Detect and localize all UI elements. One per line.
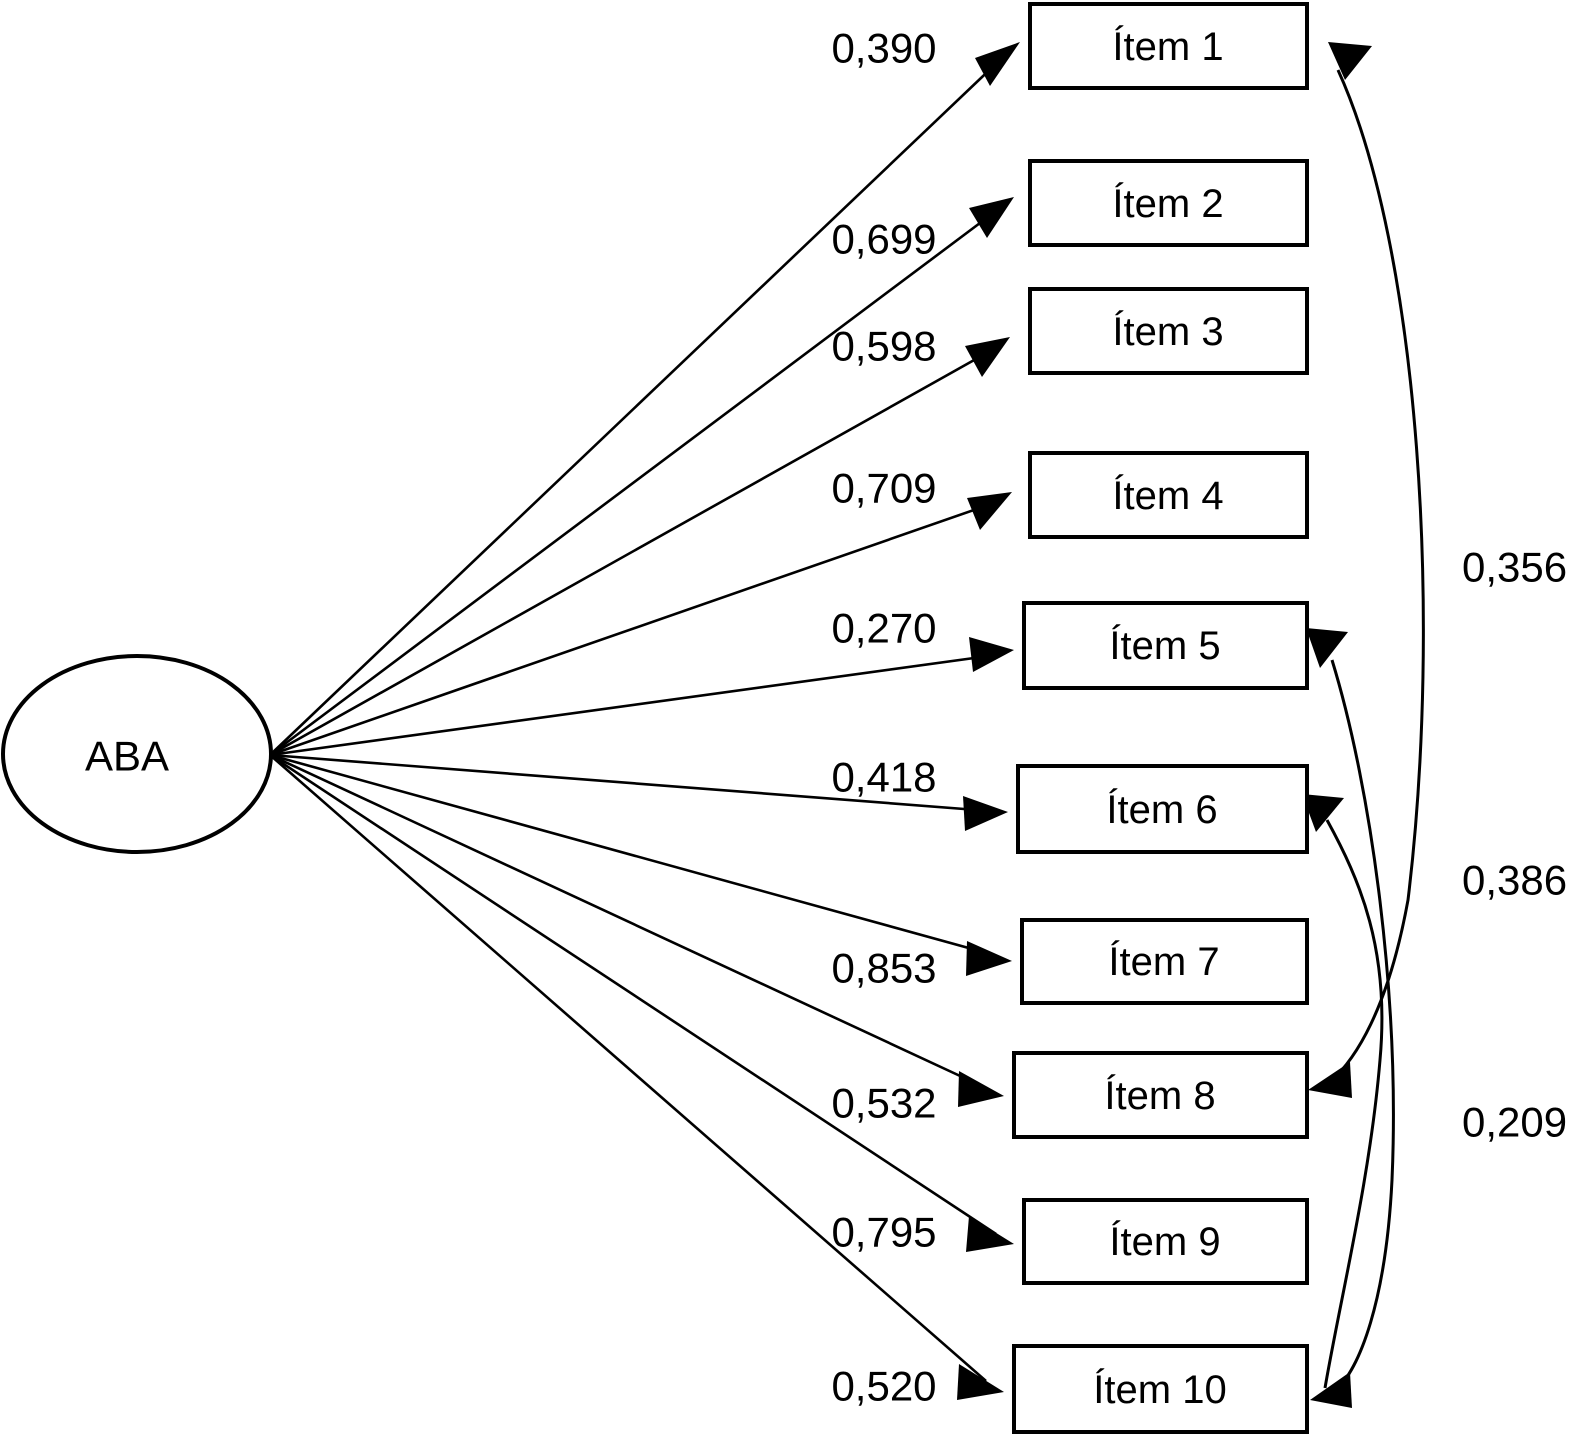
indicator-box-item2[interactable]: Ítem 2 — [1028, 159, 1309, 247]
coefficient-label-item6: 0,418 — [831, 754, 936, 801]
indicator-label-item4: Ítem 4 — [1112, 473, 1223, 518]
indicator-label-item10: Ítem 10 — [1093, 1367, 1226, 1412]
arrowhead-icon — [969, 197, 1014, 238]
coefficient-label-item8: 0,532 — [831, 1080, 936, 1127]
indicator-box-item4[interactable]: Ítem 4 — [1028, 451, 1309, 539]
indicator-box-item7[interactable]: Ítem 7 — [1020, 918, 1309, 1005]
latent-factor-label: ABA — [85, 733, 169, 780]
loading-path-item4[interactable] — [269, 492, 1012, 757]
arrowhead-icon — [1302, 794, 1344, 832]
correlation-coefficient-labels: 0,356 0,386 0,209 — [1462, 544, 1567, 1146]
coefficient-label-item1: 0,390 — [831, 25, 936, 72]
indicator-label-item3: Ítem 3 — [1112, 309, 1223, 354]
coefficient-label-item9: 0,795 — [831, 1209, 936, 1256]
arrowhead-icon — [969, 637, 1014, 672]
loading-path-item7[interactable] — [269, 753, 1012, 976]
arrowhead-icon — [1328, 42, 1372, 80]
coefficient-label-item7: 0,853 — [831, 945, 936, 992]
loading-path-item3[interactable] — [269, 337, 1010, 757]
arrowhead-icon — [967, 492, 1012, 530]
indicator-label-item1: Ítem 1 — [1112, 24, 1223, 69]
arrowhead-icon — [1310, 1372, 1352, 1408]
coefficient-label-item2: 0,699 — [831, 216, 936, 263]
arrowhead-icon — [965, 337, 1010, 377]
latent-factor-aba[interactable]: ABA — [1, 654, 273, 854]
loading-path-item6[interactable] — [269, 753, 1008, 831]
arrowhead-icon — [958, 1071, 1004, 1107]
loading-paths-group — [269, 42, 1020, 1400]
loading-path-item10[interactable] — [269, 754, 1004, 1400]
coefficient-label-item10: 0,520 — [831, 1363, 936, 1410]
indicator-label-item9: Ítem 9 — [1109, 1219, 1220, 1264]
arrowhead-icon — [1306, 628, 1348, 668]
arrowhead-icon — [963, 796, 1008, 831]
arrowhead-icon — [1308, 1062, 1352, 1098]
coefficient-label-item3: 0,598 — [831, 323, 936, 370]
correlation-label-item5-item10: 0,386 — [1462, 857, 1567, 904]
loading-path-item8[interactable] — [269, 753, 1004, 1107]
correlation-path-item5-item10[interactable] — [1306, 628, 1395, 1408]
indicator-box-item1[interactable]: Ítem 1 — [1028, 2, 1309, 90]
indicator-label-item6: Ítem 6 — [1106, 787, 1217, 832]
indicator-box-item9[interactable]: Ítem 9 — [1022, 1198, 1309, 1285]
indicator-box-item3[interactable]: Ítem 3 — [1028, 287, 1309, 375]
coefficient-label-item4: 0,709 — [831, 465, 936, 512]
loading-path-item2[interactable] — [269, 197, 1014, 757]
indicator-label-item7: Ítem 7 — [1108, 939, 1219, 984]
indicator-box-item10[interactable]: Ítem 10 — [1012, 1344, 1309, 1434]
correlation-path-item6-item10[interactable] — [1302, 794, 1384, 1389]
loading-path-item1[interactable] — [269, 42, 1020, 756]
arrowhead-icon — [975, 42, 1020, 86]
arrowhead-icon — [957, 1364, 1004, 1400]
loading-coefficient-labels: 0,390 0,699 0,598 0,709 0,270 0,418 0,85… — [831, 25, 936, 1410]
indicator-boxes-group: Ítem 1 Ítem 2 Ítem 3 Ítem 4 Ítem 5 Ítem — [1012, 2, 1309, 1434]
loading-path-item9[interactable] — [269, 753, 1014, 1252]
indicator-label-item2: Ítem 2 — [1112, 181, 1223, 226]
correlation-label-item6-item10: 0,209 — [1462, 1099, 1567, 1146]
correlation-path-item1-item8[interactable] — [1308, 42, 1425, 1098]
correlation-paths-group — [1302, 42, 1425, 1408]
arrowhead-icon — [966, 941, 1012, 976]
indicator-box-item8[interactable]: Ítem 8 — [1012, 1051, 1309, 1139]
indicator-box-item6[interactable]: Ítem 6 — [1016, 764, 1309, 854]
loading-path-item5[interactable] — [269, 637, 1014, 757]
indicator-box-item5[interactable]: Ítem 5 — [1022, 601, 1309, 690]
indicator-label-item8: Ítem 8 — [1104, 1073, 1215, 1118]
coefficient-label-item5: 0,270 — [831, 605, 936, 652]
correlation-label-item1-item8: 0,356 — [1462, 544, 1567, 591]
indicator-label-item5: Ítem 5 — [1109, 623, 1220, 668]
arrowhead-icon — [966, 1216, 1014, 1252]
